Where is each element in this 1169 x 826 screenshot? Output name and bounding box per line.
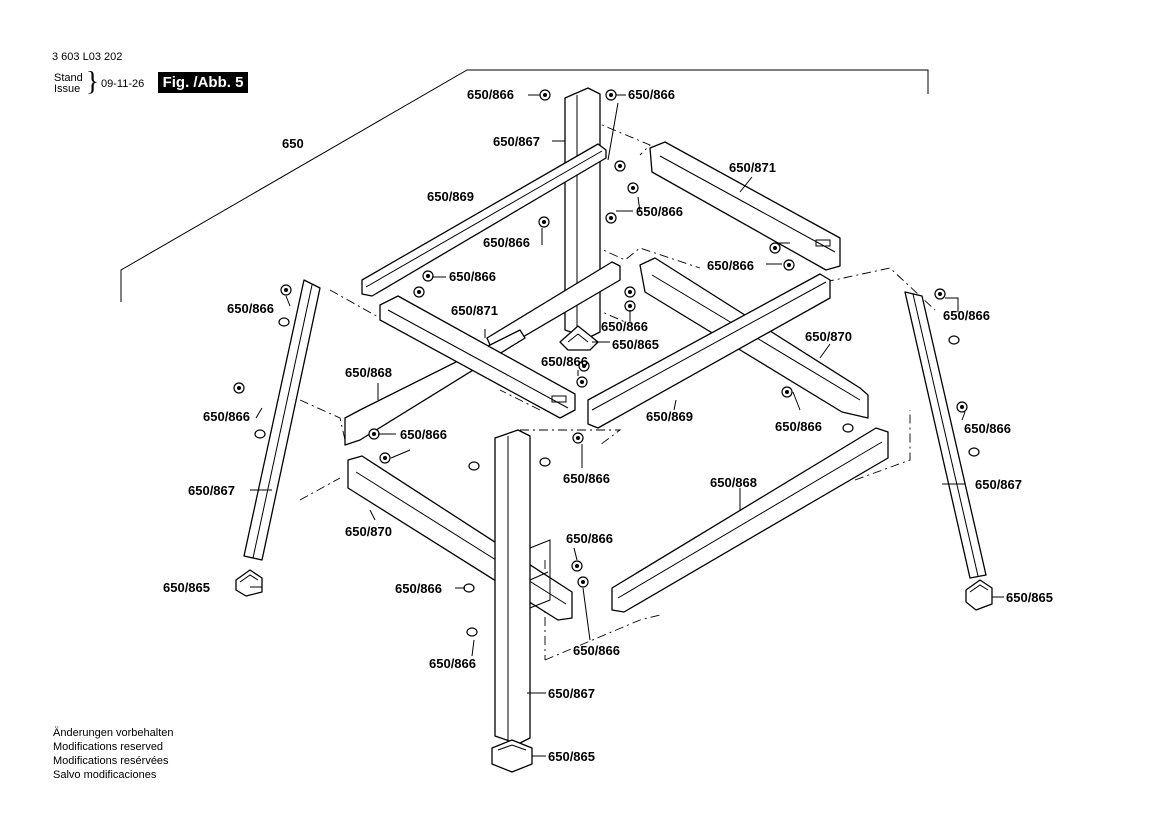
issue-label: Issue bbox=[54, 83, 81, 95]
label-leg: 650/867 bbox=[188, 483, 235, 498]
document-number: 3 603 L03 202 bbox=[52, 51, 123, 63]
label-fastener: 650/866 bbox=[628, 87, 675, 102]
note-german: Änderungen vorbehalten bbox=[53, 727, 174, 739]
label-lower-rail: 650/870 bbox=[345, 524, 392, 539]
label-fastener: 650/866 bbox=[573, 643, 620, 658]
long-rail-front bbox=[611, 427, 889, 613]
crossbar-back-right bbox=[649, 141, 841, 271]
label-fastener: 650/866 bbox=[943, 308, 990, 323]
label-long-rail: 650/868 bbox=[345, 365, 392, 380]
label-fastener: 650/866 bbox=[227, 301, 274, 316]
foot-front bbox=[491, 739, 533, 773]
label-fastener: 650/866 bbox=[707, 258, 754, 273]
leg-right bbox=[904, 291, 987, 579]
top-rail-front-right bbox=[587, 273, 831, 429]
modification-notes: Änderungen vorbehalten Modifications res… bbox=[53, 726, 173, 782]
figure-badge: Fig. /Abb. 5 bbox=[158, 72, 248, 93]
foot-right bbox=[965, 579, 993, 611]
label-foot: 650/865 bbox=[163, 580, 210, 595]
note-english: Modifications reserved bbox=[53, 741, 164, 753]
label-leg: 650/867 bbox=[493, 134, 540, 149]
note-french: Modifications resérvées bbox=[53, 755, 169, 767]
note-spanish: Salvo modificaciones bbox=[53, 769, 157, 781]
label-fastener: 650/866 bbox=[483, 235, 530, 250]
part-labels: 650 650/866 650/866 650/867 650/871 650/… bbox=[163, 87, 1053, 764]
top-rail-back-left bbox=[361, 143, 607, 297]
label-fastener: 650/866 bbox=[395, 581, 442, 596]
label-top-rail: 650/869 bbox=[646, 409, 693, 424]
label-fastener: 650/866 bbox=[563, 471, 610, 486]
label-foot: 650/865 bbox=[548, 749, 595, 764]
label-fastener: 650/866 bbox=[400, 427, 447, 442]
crossbar-front-left bbox=[379, 295, 576, 419]
label-fastener: 650/866 bbox=[467, 87, 514, 102]
label-fastener: 650/866 bbox=[601, 319, 648, 334]
label-fastener: 650/866 bbox=[566, 531, 613, 546]
label-fastener: 650/866 bbox=[775, 419, 822, 434]
label-long-rail: 650/868 bbox=[710, 475, 757, 490]
label-foot: 650/865 bbox=[1006, 590, 1053, 605]
issue-date: 09-11-26 bbox=[101, 78, 145, 90]
label-foot: 650/865 bbox=[612, 337, 659, 352]
label-fastener: 650/866 bbox=[203, 409, 250, 424]
foot-left bbox=[235, 569, 263, 597]
label-assembly: 650 bbox=[282, 136, 304, 151]
label-leg: 650/867 bbox=[975, 477, 1022, 492]
label-fastener: 650/866 bbox=[964, 421, 1011, 436]
leg-front bbox=[494, 429, 551, 745]
assembly-bracket bbox=[120, 69, 929, 302]
label-top-crossbar: 650/871 bbox=[451, 303, 498, 318]
label-lower-rail: 650/870 bbox=[805, 329, 852, 344]
stand-issue-brace: } bbox=[86, 66, 99, 96]
label-fastener: 650/866 bbox=[541, 354, 588, 369]
label-leg: 650/867 bbox=[548, 686, 595, 701]
label-fastener: 650/866 bbox=[429, 656, 476, 671]
label-fastener: 650/866 bbox=[636, 204, 683, 219]
label-fastener: 650/866 bbox=[449, 269, 496, 284]
fasteners bbox=[233, 89, 980, 637]
stand-label: Stand bbox=[54, 72, 83, 84]
label-top-rail: 650/869 bbox=[427, 189, 474, 204]
label-top-crossbar: 650/871 bbox=[729, 160, 776, 175]
foot-center bbox=[559, 325, 599, 351]
leader-lines bbox=[250, 94, 1004, 757]
